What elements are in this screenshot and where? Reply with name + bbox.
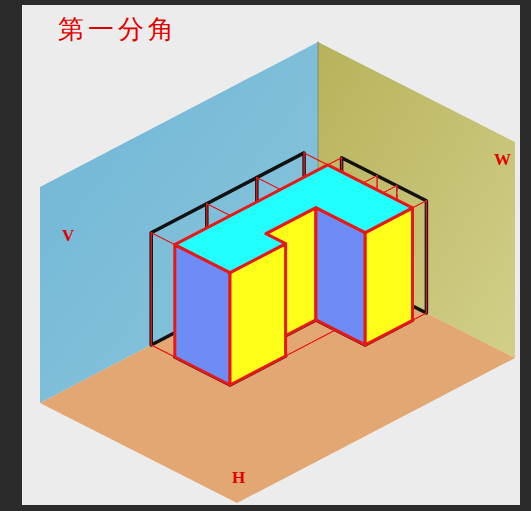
projector-line — [412, 313, 426, 320]
projection-planes — [40, 42, 515, 503]
projector-line — [151, 233, 152, 345]
projector-lines — [151, 153, 426, 385]
view-title: 第一分角 — [58, 12, 178, 47]
projector-line — [426, 201, 427, 313]
projector-line — [426, 201, 427, 313]
plane-label: V — [62, 226, 74, 246]
panel-ground — [22, 5, 520, 505]
solid-object — [175, 165, 413, 385]
object-face — [175, 165, 413, 273]
projector-line — [412, 201, 426, 208]
projected-views — [151, 153, 426, 385]
plane-label: W — [494, 150, 511, 170]
projector-line — [151, 233, 152, 345]
plane-label: H — [232, 468, 245, 488]
